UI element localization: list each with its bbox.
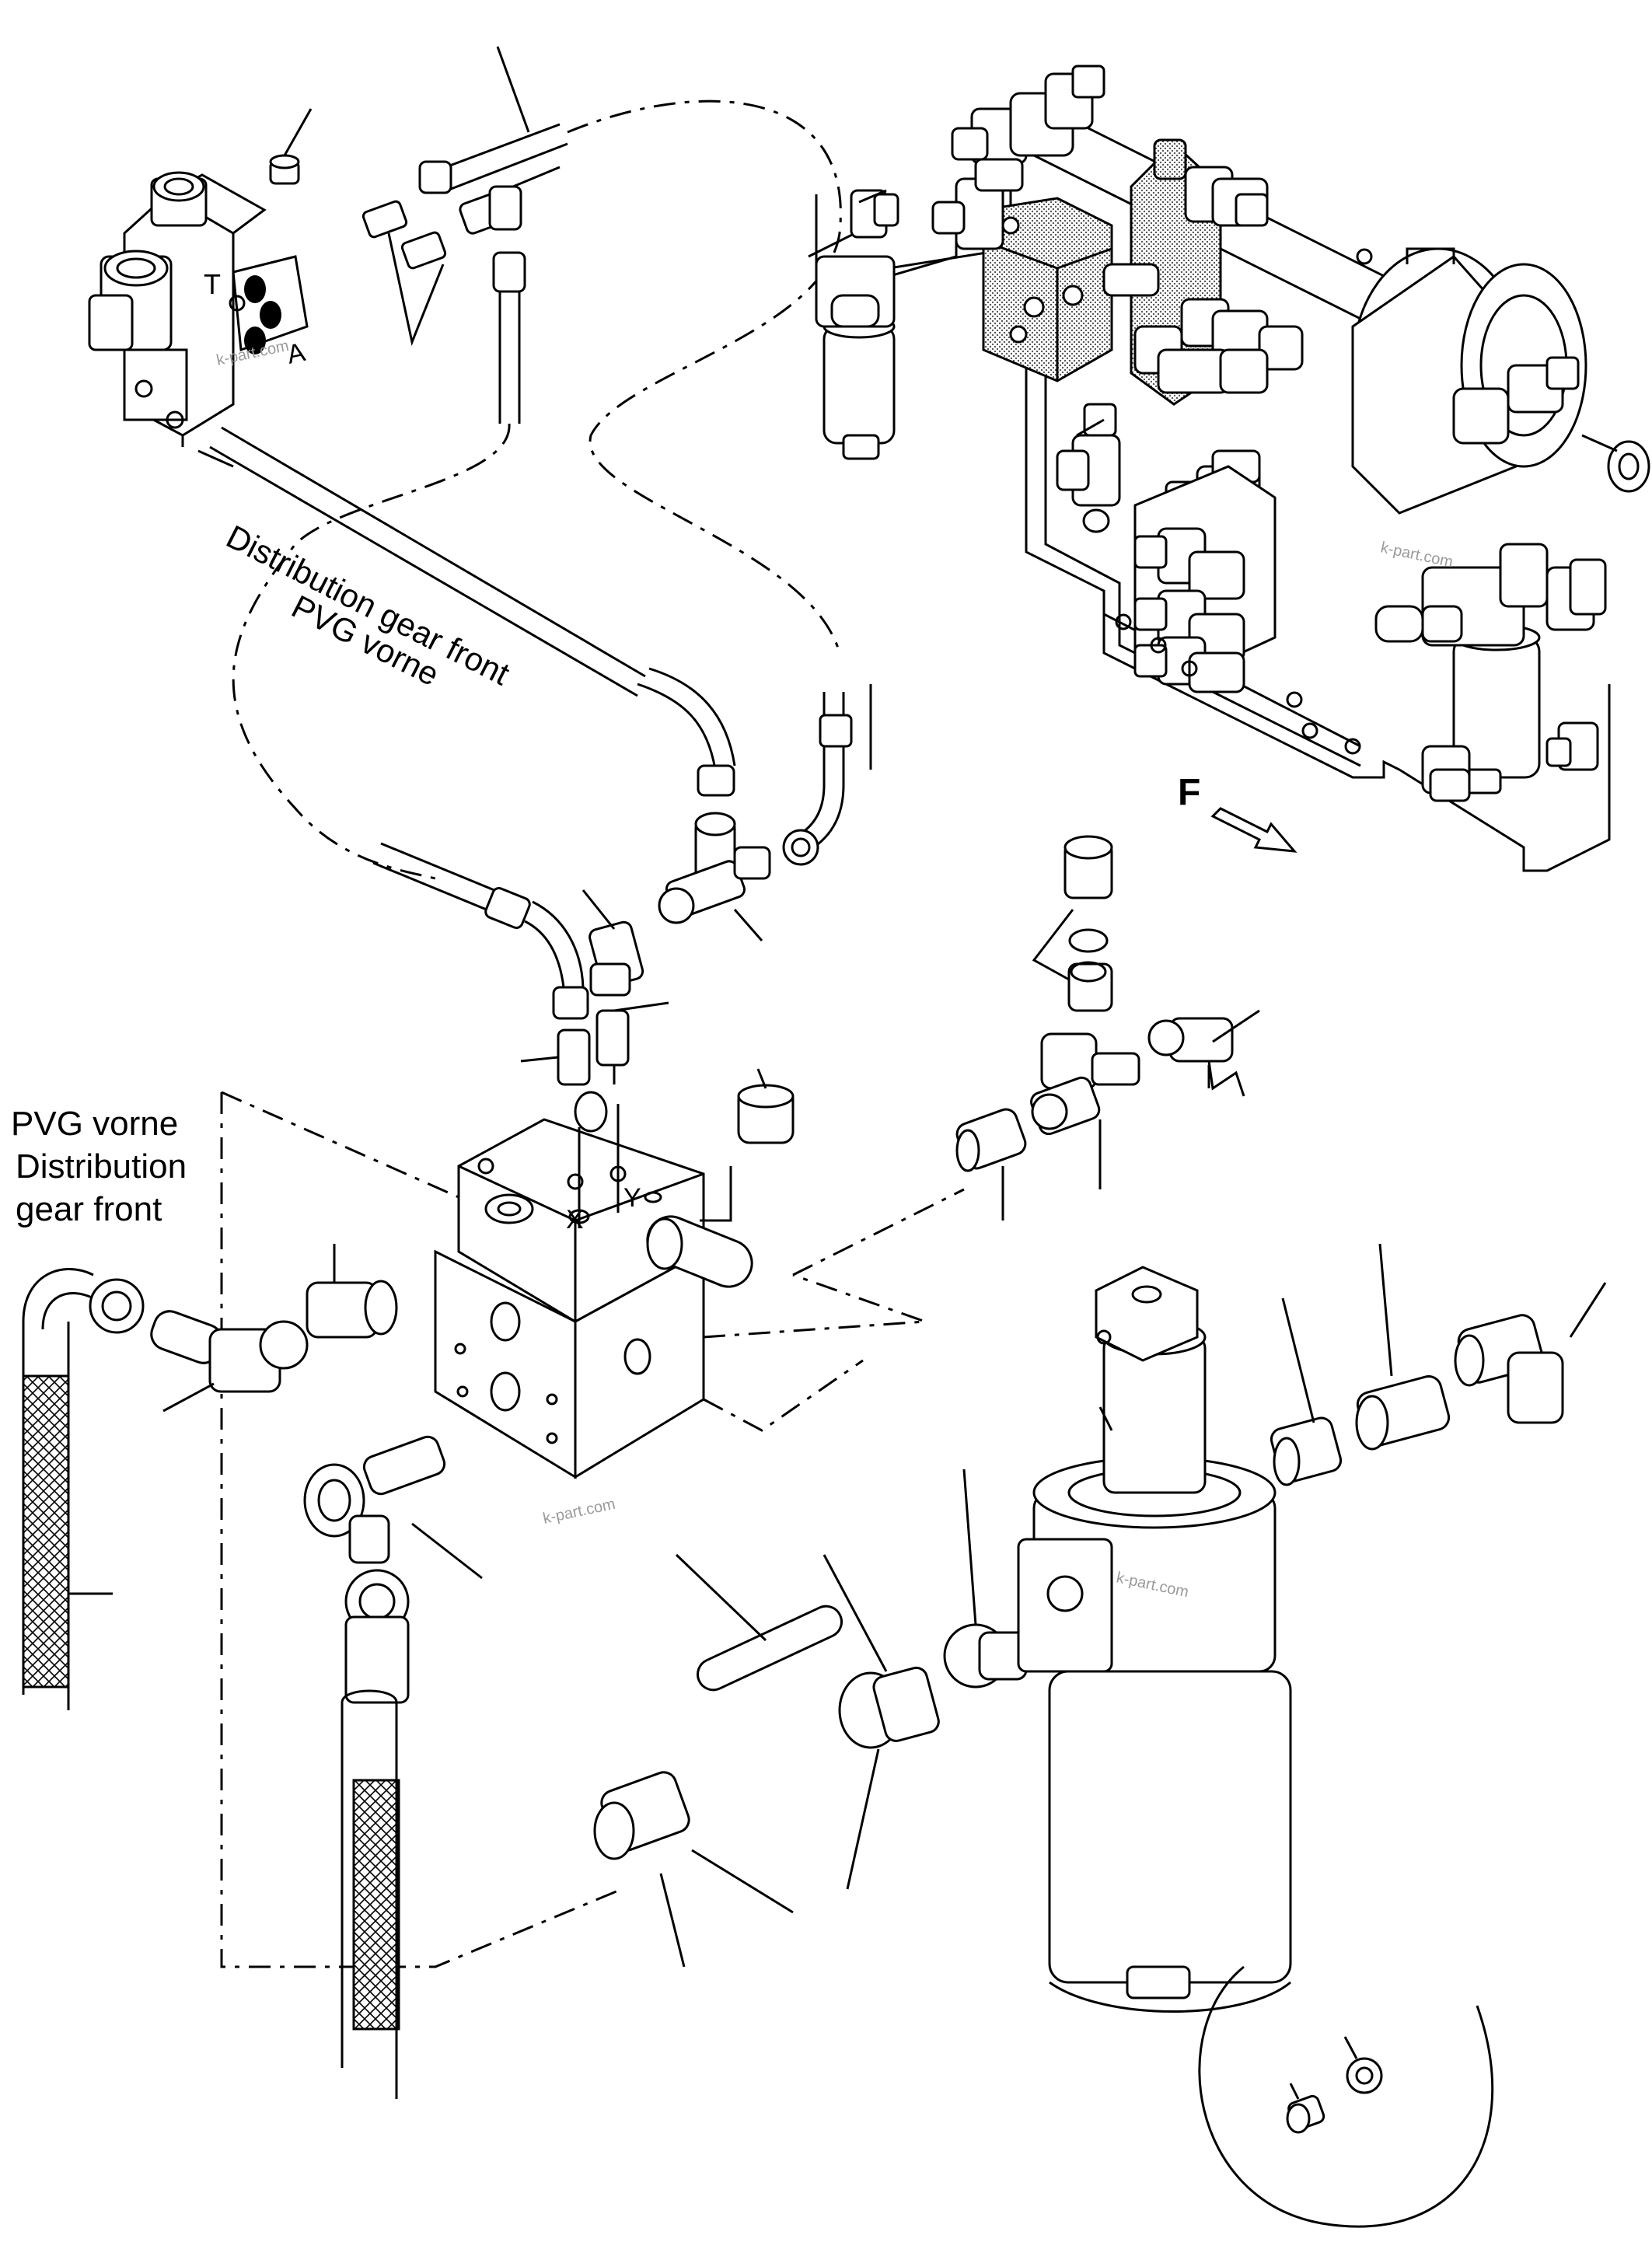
- label-pvg-vorne-left: PVG vorne: [11, 1105, 178, 1143]
- hose-middle-elbow: [372, 842, 589, 1020]
- watermark-2: k-part.com: [541, 1496, 616, 1528]
- label-distribution-gear-front-rotated: Distribution gear front: [221, 518, 515, 692]
- hose-right-vertical: [782, 692, 853, 866]
- hose-long-diagonal: [197, 426, 736, 797]
- dash-boundary-5: [703, 1359, 864, 1432]
- nipple-fittings-valve-top: [520, 1001, 669, 1086]
- fitting-union-right: [1355, 1243, 1451, 1451]
- port-label-x: X: [566, 1205, 584, 1235]
- hydraulic-assembly-top-right: [808, 65, 1650, 872]
- elbow-fitting-middle: [582, 889, 644, 997]
- label-gear-front-left: gear front: [16, 1190, 162, 1228]
- plug-fitting-top: [269, 108, 313, 185]
- fitting-plug-right: [1270, 1297, 1343, 1486]
- direction-arrow-icon: [1210, 807, 1298, 853]
- hose-top: [418, 46, 872, 770]
- solenoid-valve-top-left: [88, 171, 309, 447]
- dash-boundary-4: [792, 1188, 965, 1276]
- filter-housing: [1017, 1266, 1292, 2013]
- hose-bottom-hatched: [341, 1569, 410, 2099]
- dash-boundary-2: [220, 1092, 623, 1968]
- fitting-elbow-right: [1454, 1282, 1607, 1424]
- watermark-4: k-part.com: [1379, 539, 1455, 571]
- dash-boundary-1: [221, 1091, 459, 1199]
- port-label-y: Y: [623, 1183, 641, 1213]
- direction-label-f: F: [1178, 772, 1200, 813]
- nipple-fitting-left: [306, 1244, 398, 1339]
- fitting-nut-bottom: [943, 1469, 1028, 1689]
- cap-fitting-block: [700, 1068, 795, 1222]
- elbow-fitting-bottom-left: [303, 1435, 483, 1580]
- elbow-fitting-left: [150, 1310, 309, 1413]
- port-label-t: T: [204, 268, 221, 300]
- tee-fitting-center: [658, 812, 771, 941]
- fitting-union-bottom: [823, 1554, 940, 1890]
- detail-circle: [1198, 1965, 1494, 2228]
- tube-pipe-bottom: [675, 1553, 843, 1692]
- hose-left-hatched: [22, 1268, 145, 1710]
- nipple-fittings-pair: [361, 200, 447, 347]
- elbow-fitting-top: [459, 166, 561, 235]
- fittings-right-middle: [955, 835, 1260, 1221]
- label-distribution-left: Distribution: [16, 1147, 187, 1186]
- fitting-nipple-bottom: [593, 1771, 794, 1968]
- valve-block-center: [434, 1091, 753, 1479]
- hose-vertical-top: [232, 251, 526, 880]
